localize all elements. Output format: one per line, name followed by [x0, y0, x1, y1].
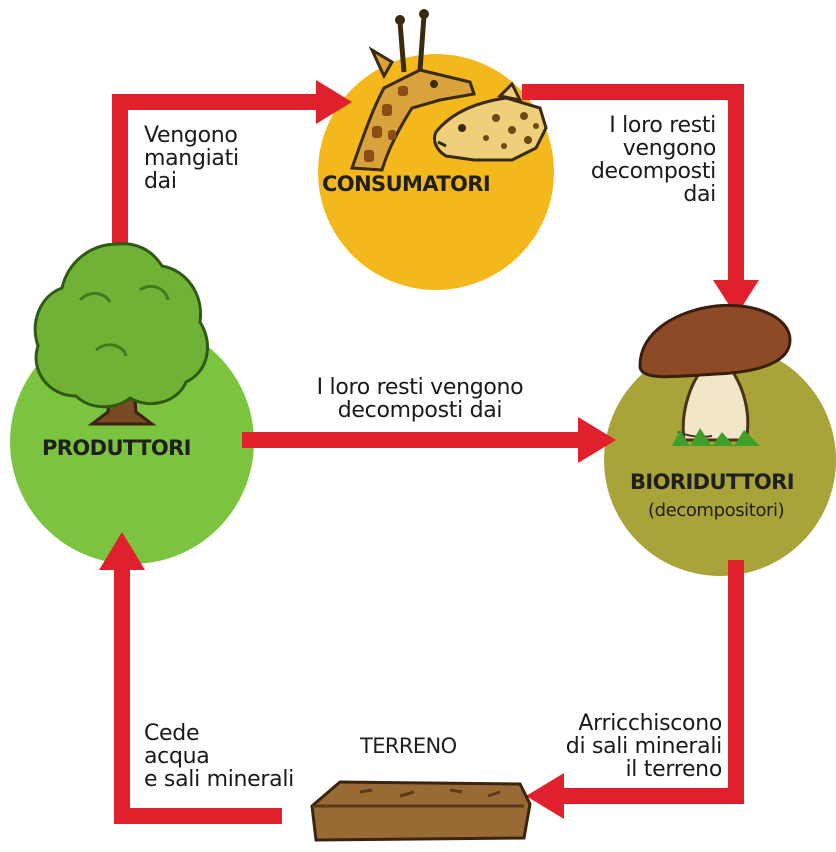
edge-line: decomposti dai [270, 399, 570, 422]
edge-line: di sali minerali [526, 735, 722, 758]
edge-line: I loro resti [556, 114, 716, 137]
edge-line: e sali minerali [144, 768, 294, 791]
edge-line: decomposti [556, 160, 716, 183]
edge-line: mangiati [144, 147, 239, 170]
edge-label-consumatori-bioriduttori: I loro resti vengono decomposti dai [556, 114, 716, 206]
edge-line: acqua [144, 745, 294, 768]
edge-line: vengono [556, 137, 716, 160]
edge-line: dai [144, 170, 239, 193]
bioriduttori-label: BIORIDUTTORI [630, 470, 794, 494]
edge-line: il terreno [526, 758, 722, 781]
soil-icon [312, 782, 530, 840]
consumatori-label: CONSUMATORI [322, 172, 490, 196]
edge-label-produttori-bioriduttori: I loro resti vengono decomposti dai [270, 376, 570, 422]
edge-line: Vengono [144, 124, 239, 147]
terreno-label: TERRENO [360, 734, 457, 758]
edge-line: I loro resti vengono [270, 376, 570, 399]
bioriduttori-sublabel: (decompositori) [648, 500, 784, 521]
edge-label-produttori-consumatori: Vengono mangiati dai [144, 124, 239, 193]
edge-line: Arricchiscono [526, 712, 722, 735]
edge-line: dai [556, 183, 716, 206]
edge-label-bioriduttori-terreno: Arricchiscono di sali minerali il terren… [526, 712, 722, 781]
edge-line: Cede [144, 722, 294, 745]
produttori-label: PRODUTTORI [42, 436, 191, 460]
edge-label-terreno-produttori: Cede acqua e sali minerali [144, 722, 294, 791]
